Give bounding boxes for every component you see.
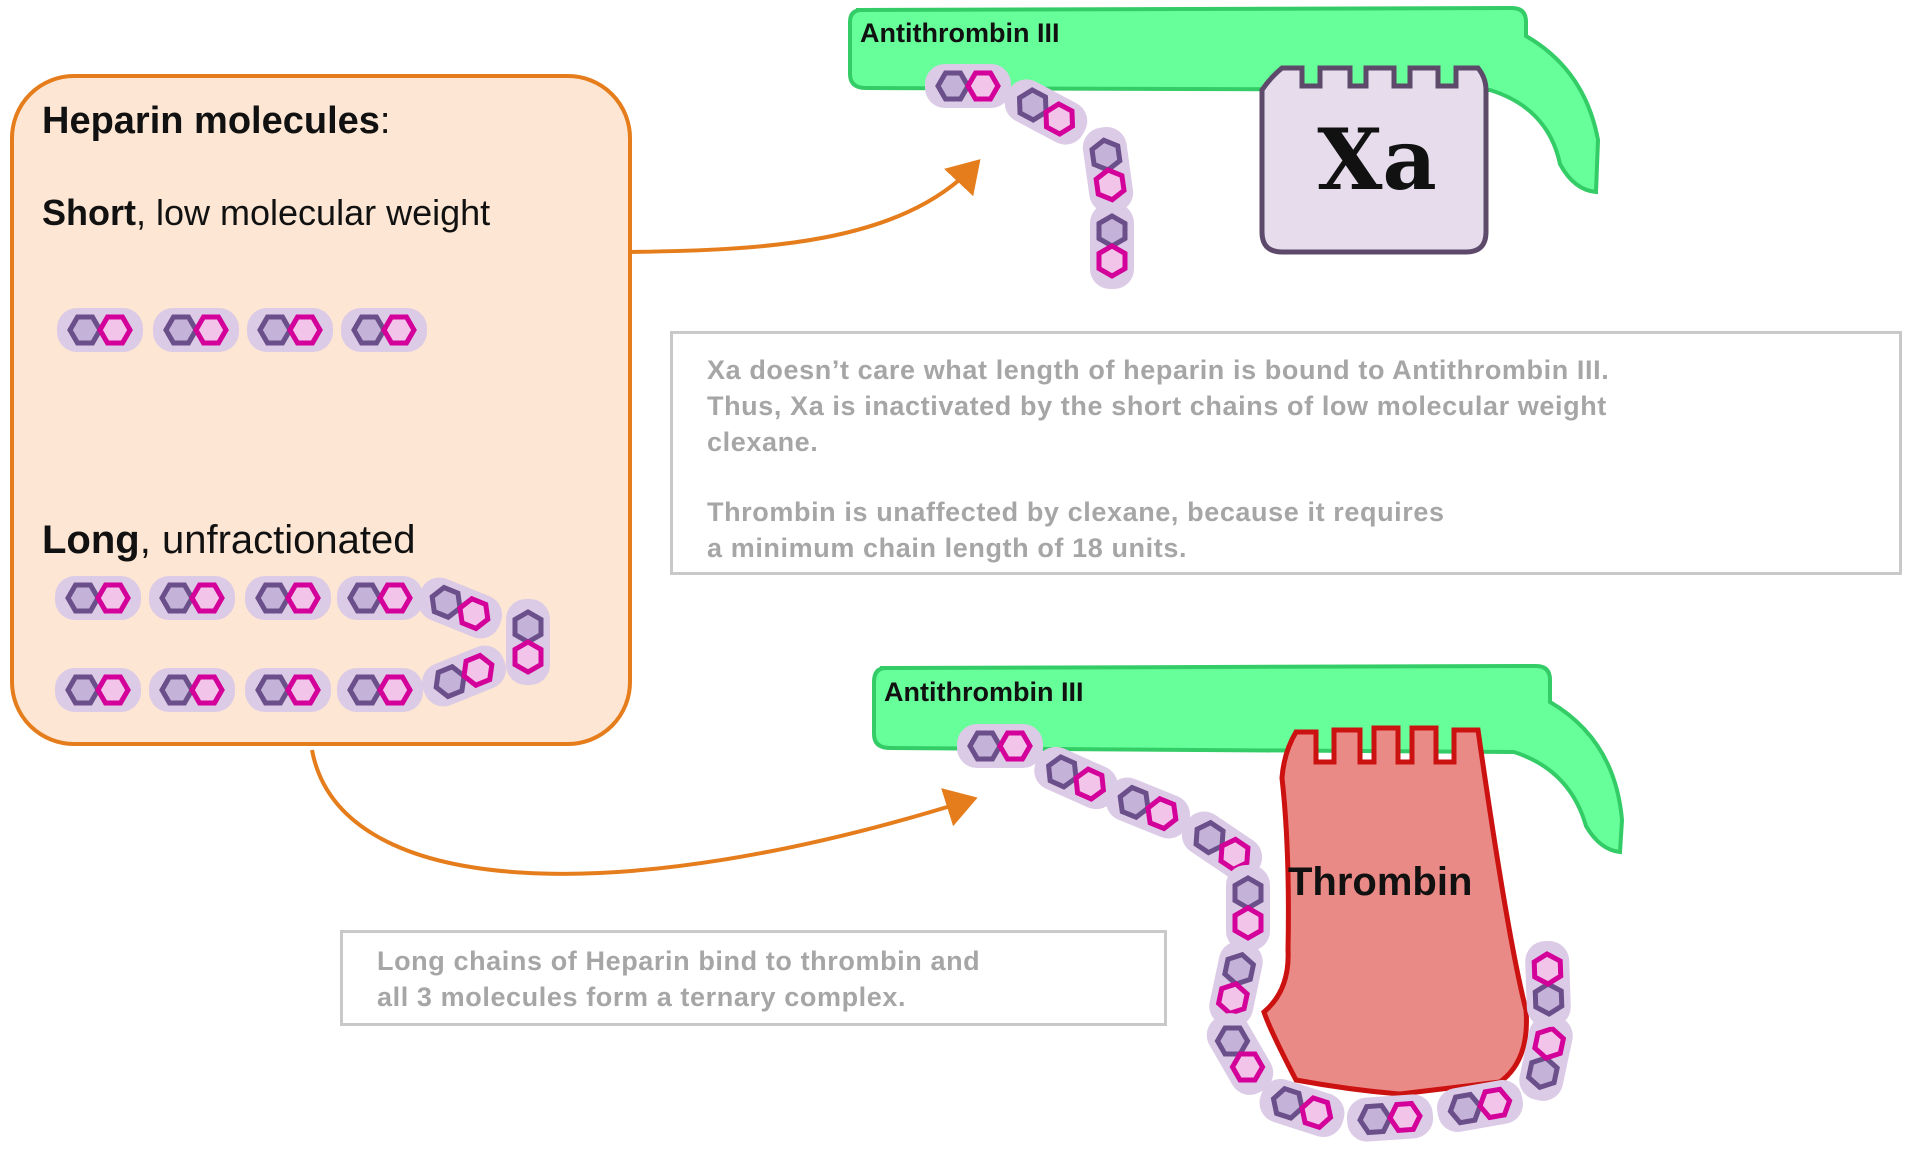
long-bold: Long	[42, 518, 140, 562]
heparin-disaccharide-unit	[149, 668, 235, 712]
heparin-disaccharide-unit	[925, 64, 1011, 108]
xa-line-1: Xa doesn’t care what length of heparin i…	[707, 355, 1609, 385]
thrombin-label: Thrombin	[1288, 860, 1472, 905]
heparin-disaccharide-unit	[247, 308, 333, 352]
heparin-disaccharide-unit	[1226, 865, 1270, 951]
heparin-disaccharide-unit	[337, 668, 423, 712]
long-line-2: all 3 molecules form a ternary complex.	[377, 982, 906, 1012]
thrombin-enzyme-shape	[1264, 728, 1526, 1094]
xa-line-2: Thus, Xa is inactivated by the short cha…	[707, 391, 1607, 421]
heparin-disaccharide-unit	[506, 599, 550, 685]
long-heparin-label: Long, unfractionated	[42, 518, 415, 563]
antithrombin-top-label: Antithrombin III	[860, 18, 1059, 49]
heparin-disaccharide-unit	[341, 308, 427, 352]
heparin-disaccharide-unit	[1346, 1093, 1435, 1143]
long-chain-text: Long chains of Heparin bind to thrombin …	[377, 943, 1130, 1015]
heparin-disaccharide-unit	[957, 724, 1043, 768]
thrombin-explanation-text: Thrombin is unaffected by clexane, becau…	[707, 494, 1865, 566]
heparin-disaccharide-unit	[245, 576, 331, 620]
heparin-disaccharide-unit	[1090, 203, 1134, 289]
short-rest: , low molecular weight	[136, 192, 490, 233]
heparin-disaccharide-unit	[153, 308, 239, 352]
arrow-to-xa-complex	[630, 165, 975, 252]
xa-explanation-text: Xa doesn’t care what length of heparin i…	[707, 352, 1865, 460]
long-chain-explanation-box: Long chains of Heparin bind to thrombin …	[340, 930, 1167, 1026]
thrombin-line-1: Thrombin is unaffected by clexane, becau…	[707, 497, 1445, 527]
short-heparin-label: Short, low molecular weight	[42, 192, 490, 234]
xa-explanation-box: Xa doesn’t care what length of heparin i…	[670, 331, 1902, 575]
heparin-disaccharide-unit	[245, 668, 331, 712]
xa-line-3: clexane.	[707, 427, 818, 457]
heparin-disaccharide-unit	[1100, 771, 1196, 844]
xa-label: Xa	[1262, 110, 1492, 209]
long-rest: , unfractionated	[140, 518, 416, 562]
heparin-disaccharide-unit	[55, 576, 141, 620]
heparin-disaccharide-unit	[1080, 124, 1136, 215]
heparin-disaccharide-unit	[1525, 940, 1572, 1027]
title-text: Heparin molecules	[42, 100, 380, 142]
heparin-disaccharide-unit	[149, 576, 235, 620]
heparin-disaccharide-unit	[337, 576, 423, 620]
heparin-disaccharide-unit	[57, 308, 143, 352]
heparin-panel-title: Heparin molecules:	[42, 100, 390, 143]
antithrombin-bottom-label: Antithrombin III	[884, 677, 1083, 708]
thrombin-line-2: a minimum chain length of 18 units.	[707, 533, 1187, 563]
arrow-to-thrombin-complex	[312, 750, 970, 874]
heparin-disaccharide-unit	[55, 668, 141, 712]
title-colon: :	[380, 100, 391, 142]
long-line-1: Long chains of Heparin bind to thrombin …	[377, 946, 980, 976]
short-bold: Short	[42, 192, 136, 233]
